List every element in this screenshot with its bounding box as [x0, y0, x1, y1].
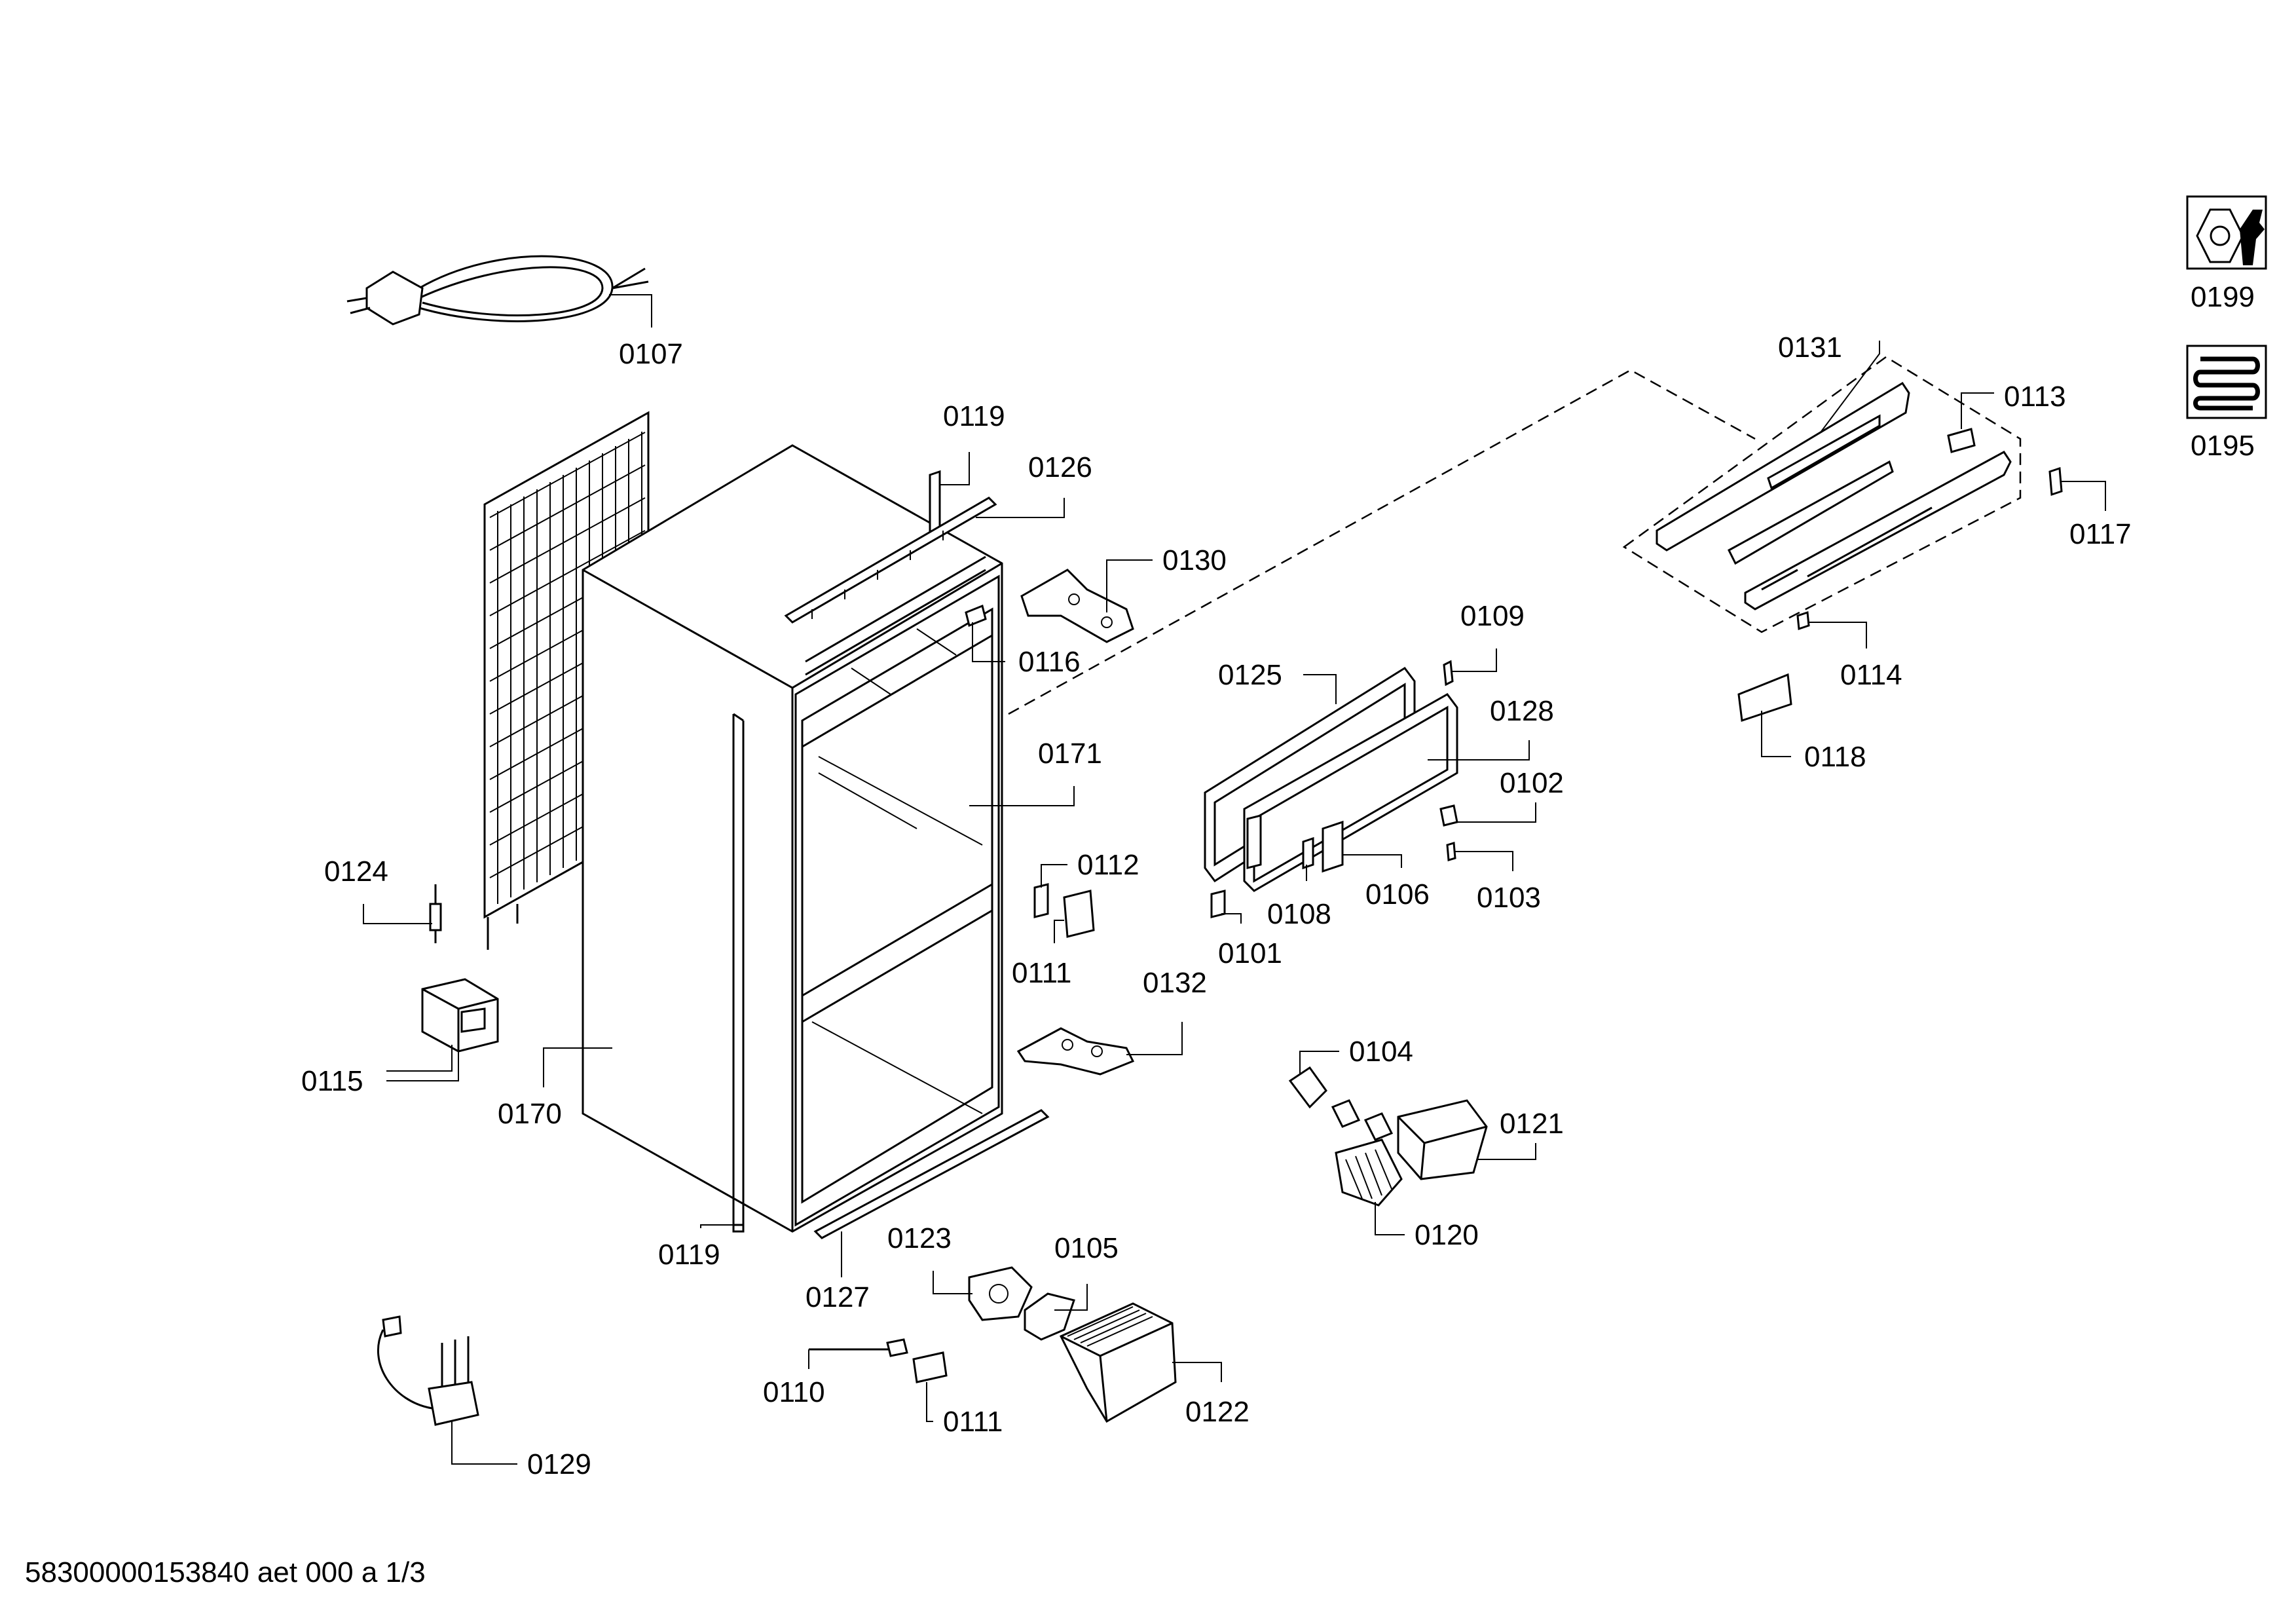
- label-0131: 0131: [1778, 331, 1842, 364]
- leader-0122: [1172, 1362, 1222, 1382]
- label-0114: 0114: [1840, 659, 1902, 691]
- label-0124: 0124: [324, 855, 388, 888]
- wiring-harness-part: [377, 1315, 479, 1426]
- label-0110: 0110: [763, 1376, 825, 1408]
- label-0128: 0128: [1490, 695, 1554, 727]
- label-0103: 0103: [1477, 882, 1541, 914]
- leader-0125: [1303, 674, 1337, 704]
- lamp-shade-part: [1335, 1138, 1403, 1207]
- label-0105: 0105: [1054, 1232, 1119, 1264]
- label-0104: 0104: [1349, 1036, 1413, 1068]
- leader-0111a: [1054, 920, 1064, 943]
- leader-0121: [1477, 1143, 1536, 1160]
- label-0127: 0127: [805, 1281, 870, 1313]
- leader-0109: [1451, 648, 1497, 672]
- label-0106: 0106: [1365, 878, 1430, 910]
- leader-0111b: [926, 1382, 933, 1422]
- label-0123: 0123: [887, 1222, 952, 1254]
- light-switch-part: [1033, 883, 1095, 938]
- label-0118: 0118: [1804, 741, 1866, 773]
- label-0199: 0199: [2191, 281, 2255, 313]
- leader-0128: [1428, 740, 1530, 760]
- label-0116: 0116: [1018, 646, 1081, 678]
- clip-part: [1024, 1292, 1075, 1341]
- heating-coil-icon: [2186, 345, 2267, 419]
- leader-0130: [1106, 559, 1153, 612]
- leader-0113: [1961, 392, 1994, 429]
- label-0109: 0109: [1460, 600, 1525, 632]
- bulb-part: [1288, 1066, 1394, 1141]
- label-0122: 0122: [1185, 1396, 1250, 1428]
- label-0119a: 0119: [943, 400, 1005, 432]
- leader-0115: [386, 1045, 459, 1081]
- screw-part: [1443, 660, 1454, 686]
- leader-0118: [1761, 711, 1791, 757]
- leader-0114: [1807, 622, 1867, 648]
- label-0171: 0171: [1038, 738, 1102, 770]
- leader-0132: [1126, 1022, 1183, 1055]
- leader-0112: [1041, 864, 1067, 888]
- leader-0124: [363, 904, 432, 924]
- leader-0104: [1299, 1051, 1339, 1074]
- label-0112: 0112: [1077, 849, 1139, 881]
- leader-0101: [1221, 913, 1242, 924]
- lamp-cover-part: [1059, 1302, 1177, 1423]
- label-0101: 0101: [1218, 937, 1282, 969]
- leader-0106: [1342, 854, 1402, 868]
- power-cord-part: [346, 255, 649, 326]
- freezer-door-part: [1204, 666, 1458, 892]
- refrigerator-cabinet-part: [582, 444, 1003, 1233]
- document-footer: 58300000153840 aet 000 a 1/3: [25, 1556, 426, 1588]
- label-0170: 0170: [498, 1098, 562, 1130]
- leader-0105: [1054, 1284, 1088, 1311]
- leader-0117: [2062, 481, 2106, 511]
- light-diffuser-part: [1397, 1099, 1488, 1180]
- leader-0171: [969, 786, 1075, 806]
- lower-hinge-part: [1016, 1027, 1135, 1076]
- upper-hinge-part: [1020, 569, 1134, 643]
- label-0132: 0132: [1143, 967, 1207, 999]
- leader-0170: [543, 1047, 612, 1087]
- leader-0116: [972, 622, 1005, 662]
- leader-0120: [1375, 1202, 1405, 1235]
- label-0108: 0108: [1267, 898, 1331, 930]
- label-0102: 0102: [1500, 767, 1564, 799]
- leader-0123: [933, 1271, 972, 1294]
- leader-0107: [609, 294, 652, 328]
- door-switch-part: [809, 1338, 948, 1383]
- relay-part: [421, 978, 499, 1053]
- lamp-socket-part: [968, 1266, 1033, 1321]
- label-0125: 0125: [1218, 659, 1282, 691]
- label-0119b: 0119: [658, 1239, 720, 1271]
- nut-and-wrench-icon: [2186, 195, 2267, 270]
- label-0115: 0115: [301, 1065, 363, 1097]
- label-0195: 0195: [2191, 430, 2255, 462]
- leader-0126: [976, 498, 1065, 518]
- screw-small-part: [1446, 842, 1456, 861]
- label-0120: 0120: [1415, 1219, 1479, 1251]
- label-0121: 0121: [1500, 1108, 1564, 1140]
- label-0130: 0130: [1162, 544, 1227, 576]
- label-0126: 0126: [1028, 451, 1092, 483]
- leader-0119b: [700, 1224, 737, 1228]
- leader-0102: [1457, 802, 1536, 823]
- bottom-trim-part: [732, 1109, 1050, 1239]
- top-trim-part: [784, 470, 997, 628]
- label-0107: 0107: [619, 338, 683, 370]
- leader-0103: [1455, 851, 1513, 871]
- label-0111b: 0111: [943, 1406, 1003, 1438]
- leader-0131: [1820, 341, 1880, 433]
- handle-clip-part: [1439, 804, 1458, 827]
- leader-0119a: [940, 452, 970, 485]
- rail-parts: [1656, 381, 2063, 723]
- label-0129: 0129: [527, 1448, 591, 1480]
- label-0111a: 0111: [1012, 957, 1071, 989]
- thermostat-sensor-part: [429, 884, 442, 943]
- assembly-callout-dashed: [1008, 369, 1756, 715]
- leader-0129: [451, 1421, 517, 1465]
- label-0117: 0117: [2069, 518, 2132, 550]
- label-0113: 0113: [2004, 381, 2066, 413]
